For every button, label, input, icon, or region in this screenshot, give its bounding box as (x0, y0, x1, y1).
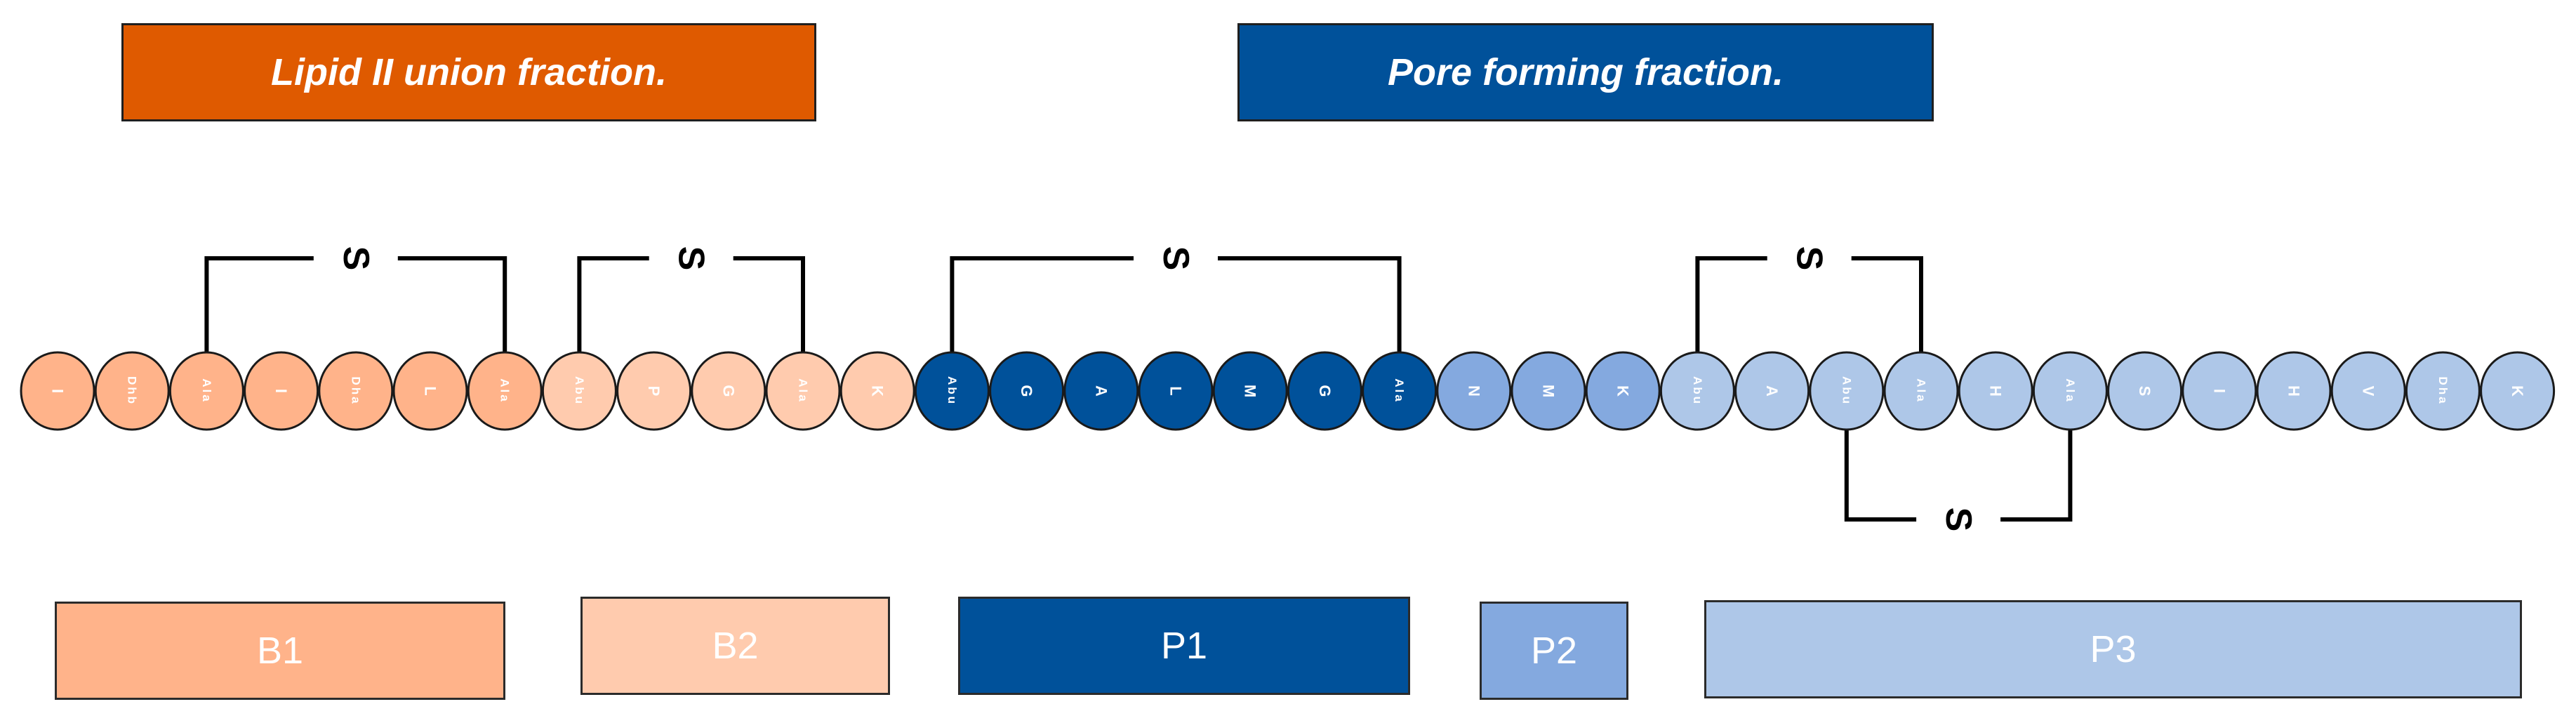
residue-22: K (1585, 351, 1661, 431)
segment-p2-box: P2 (1480, 602, 1628, 700)
residue-26: Ala (1883, 351, 1959, 431)
residue-label: I (49, 389, 67, 393)
bridge-sulfur-label: S (336, 246, 376, 271)
residue-32: V (2330, 351, 2406, 431)
residue-11: Ala (765, 351, 841, 431)
segment-p3-box: P3 (1704, 600, 2522, 698)
residue-29: S (2107, 351, 2183, 431)
thioether-bridge-4: S (1695, 246, 1923, 354)
residue-6: L (392, 351, 468, 431)
residue-19: Ala (1362, 351, 1438, 431)
bridge-sulfur-label: S (671, 246, 712, 271)
residue-8: Abu (541, 351, 617, 431)
residue-13: Abu (914, 351, 990, 431)
residue-label: N (1465, 385, 1482, 397)
segment-b2-box: B2 (580, 597, 890, 695)
residue-label: P (645, 386, 663, 397)
residue-10: G (691, 351, 766, 431)
residue-label: S (2136, 386, 2153, 397)
residue-label: Ala (200, 378, 213, 403)
residue-4: I (244, 351, 319, 431)
thioether-bridge-3: S (950, 246, 1402, 354)
residue-17: M (1212, 351, 1288, 431)
residue-label: K (1614, 385, 1632, 397)
residue-label: K (869, 385, 887, 397)
residue-label: Ala (797, 378, 810, 403)
residue-label: Abu (573, 376, 586, 406)
residue-9: P (616, 351, 692, 431)
residue-20: N (1436, 351, 1512, 431)
thioether-bridge-5: S (1844, 428, 2073, 532)
residue-2: Dhb (94, 351, 170, 431)
bridge-sulfur-label: S (1789, 246, 1830, 271)
lipid-ii-union-header: Lipid II union fraction. (121, 23, 816, 121)
residue-1: I (20, 351, 95, 431)
residue-25: Abu (1809, 351, 1885, 431)
residue-16: L (1138, 351, 1214, 431)
residue-34: K (2480, 351, 2556, 431)
residue-label: I (272, 389, 290, 393)
residue-12: K (839, 351, 915, 431)
segment-p1-box: P1 (958, 597, 1410, 695)
residue-label: Dhb (126, 376, 139, 406)
residue-label: L (1167, 386, 1185, 395)
residue-24: A (1734, 351, 1810, 431)
residue-28: Ala (2032, 351, 2108, 431)
residue-label: Ala (2064, 378, 2077, 403)
residue-label: I (2210, 389, 2228, 393)
residue-label: Dha (349, 376, 362, 405)
thioether-bridge-1: S (204, 246, 507, 354)
segment-b1-box: B1 (55, 602, 505, 700)
residue-label: G (719, 385, 737, 397)
residue-18: G (1287, 351, 1362, 431)
bridge-sulfur-label: S (1155, 246, 1196, 271)
residue-label: Dha (2436, 376, 2450, 405)
residue-label: H (2285, 385, 2303, 397)
residue-23: Abu (1659, 351, 1735, 431)
residue-label: Abu (945, 376, 959, 406)
residue-label: V (2360, 386, 2377, 397)
residue-label: Ala (1915, 378, 1928, 403)
residue-7: Ala (467, 351, 543, 431)
residue-5: Dha (318, 351, 394, 431)
pore-forming-header: Pore forming fraction. (1237, 23, 1934, 121)
residue-label: M (1540, 385, 1558, 397)
residue-label: Ala (1393, 378, 1406, 403)
residue-label: G (1018, 385, 1035, 397)
residue-label: Ala (498, 378, 512, 403)
residue-14: G (989, 351, 1065, 431)
residue-27: H (1958, 351, 2033, 431)
residue-label: H (1987, 385, 2005, 397)
residue-15: A (1063, 351, 1139, 431)
residue-label: Abu (1691, 376, 1704, 406)
residue-label: A (1092, 385, 1110, 397)
residue-label: K (2509, 385, 2526, 397)
residue-label: G (1316, 385, 1334, 397)
residue-label: A (1763, 385, 1781, 397)
residue-label: Abu (1840, 376, 1853, 406)
residue-33: Dha (2405, 351, 2481, 431)
thioether-bridge-2: S (577, 246, 805, 354)
residue-31: H (2256, 351, 2332, 431)
residue-label: M (1242, 385, 1259, 397)
residue-21: M (1511, 351, 1586, 431)
residue-label: L (422, 386, 439, 395)
residue-30: I (2182, 351, 2257, 431)
bridge-sulfur-label: S (1938, 508, 1979, 532)
residue-3: Ala (168, 351, 244, 431)
